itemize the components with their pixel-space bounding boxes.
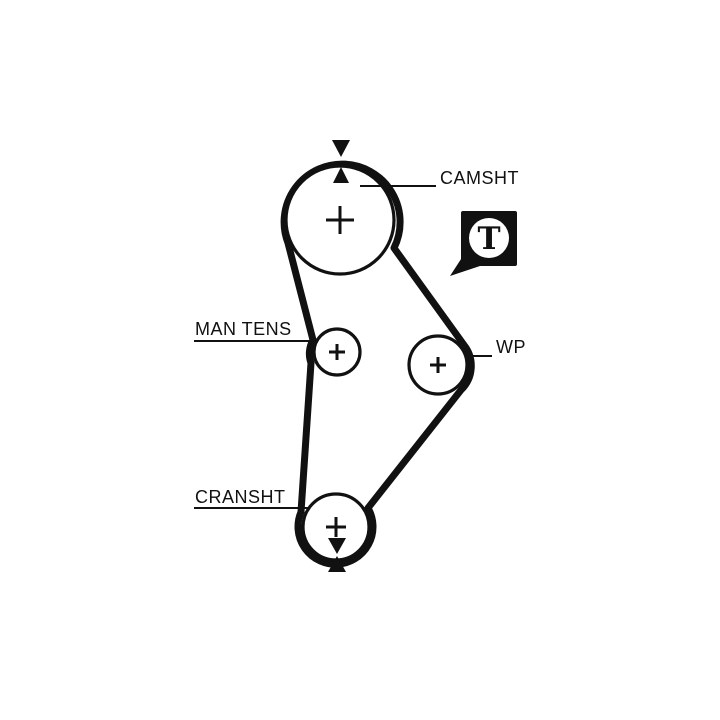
crankshaft-timing-arrow-outer-icon (328, 556, 346, 572)
crankshaft-label: CRANSHT (195, 487, 286, 507)
crankshaft-plus-icon (326, 517, 346, 537)
camshaft-timing-arrow-inner-icon (333, 167, 349, 183)
camshaft-plus-icon (326, 206, 354, 234)
water-pump-plus-icon (430, 357, 446, 373)
camshaft-timing-arrow-outer-icon (332, 140, 350, 157)
t-badge-letter: T (477, 221, 500, 257)
tensioner-plus-icon (329, 344, 345, 360)
t-badge-circle (469, 218, 509, 258)
crankshaft-timing-arrow-inner-icon (328, 538, 346, 554)
tensioner-label: MAN TENS (195, 319, 292, 339)
water-pump-label: WP (496, 337, 526, 357)
t-badge: T (450, 211, 517, 276)
camshaft-label: CAMSHT (440, 168, 519, 188)
